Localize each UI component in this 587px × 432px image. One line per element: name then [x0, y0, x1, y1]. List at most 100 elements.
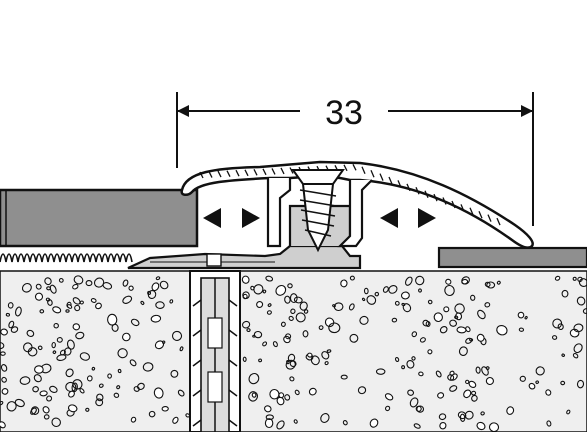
aggregate-stone [46, 395, 53, 402]
aggregate-stone [147, 289, 157, 300]
concrete-aggregate [0, 275, 587, 432]
aggregate-stone [406, 360, 415, 369]
aggregate-stone [155, 301, 165, 309]
aggregate-stone [5, 312, 11, 317]
aggregate-stone [382, 286, 389, 293]
aggregate-stone [307, 352, 313, 358]
aggregate-stone [486, 281, 496, 289]
aggregate-stone [6, 401, 17, 412]
aggregate-stone [142, 362, 154, 372]
aggregate-stone [0, 342, 5, 350]
aggregate-stone [357, 386, 367, 395]
aggregate-stone [117, 368, 122, 374]
concrete-subfloor [0, 270, 587, 432]
aggregate-stone [285, 333, 292, 340]
aggregate-stone [79, 388, 85, 394]
aggregate-stone [476, 333, 485, 342]
aggregate-stone [422, 319, 430, 327]
aggregate-stone [68, 390, 75, 398]
aggregate-stone [402, 303, 412, 313]
aggregate-stone [253, 284, 264, 295]
aggregate-stone [578, 278, 587, 288]
aggregate-stone [248, 391, 258, 402]
aggregate-stone [136, 382, 145, 391]
double-arrow-icon [380, 208, 436, 228]
aggregate-stone [545, 389, 552, 396]
aggregate-stone [265, 275, 274, 282]
aggregate-stone [44, 277, 52, 286]
aggregate-stone [342, 420, 348, 426]
aggregate-stone [177, 389, 185, 397]
aggregate-stone [269, 388, 280, 400]
aggregate-stone [321, 351, 330, 360]
aggregate-stone [551, 335, 558, 340]
aggregate-stone [10, 326, 19, 333]
aggregate-stone [148, 410, 156, 418]
aggregate-stone [554, 275, 561, 281]
aggregate-stone [75, 331, 85, 340]
aggregate-stone [65, 309, 70, 313]
aggregate-stone [27, 347, 38, 357]
aggregate-stone [573, 343, 583, 354]
aggregate-stone [30, 407, 37, 415]
aggregate-stone [72, 379, 83, 390]
aggregate-stone [85, 280, 93, 287]
aggregate-stone [30, 406, 40, 415]
aggregate-stone [37, 345, 43, 351]
aggregate-stone [561, 353, 565, 357]
aggregate-stone [433, 312, 443, 323]
aggregate-stone [366, 295, 377, 305]
aggregate-stone [361, 297, 366, 302]
aggregate-stone [488, 422, 500, 432]
aggregate-stone [14, 306, 22, 317]
aggregate-stone [172, 416, 179, 424]
aggregate-stone [308, 387, 317, 396]
aggregate-stone [288, 315, 294, 321]
aggregate-stone [318, 325, 324, 330]
aggregate-stone [67, 404, 78, 413]
aggregate-stone [242, 320, 251, 329]
aggregate-stone [283, 335, 291, 344]
aggregate-stone [332, 304, 336, 308]
aggregate-stone [19, 376, 31, 385]
aggregate-stone [419, 337, 426, 343]
aggregate-stone [524, 315, 528, 320]
aggregate-stone [73, 275, 84, 285]
aggregate-stone [535, 380, 540, 384]
aggregate-stone [404, 276, 413, 286]
aggregate-stone [411, 356, 416, 361]
aggregate-stone [51, 341, 56, 349]
aggregate-stone [303, 309, 309, 314]
aggregate-stone [519, 375, 526, 382]
aggregate-stone [21, 282, 32, 293]
aggregate-stone [561, 289, 569, 298]
aggregate-stone [572, 352, 579, 359]
aggregate-stone [43, 414, 50, 420]
screw-icon [291, 169, 345, 253]
aggregate-stone [289, 360, 297, 367]
aggregate-stone [179, 346, 184, 352]
aggregate-stone [79, 352, 91, 361]
aggregate-stone [72, 297, 81, 305]
aggregate-stone [280, 321, 286, 327]
aggregate-stone [86, 375, 93, 382]
aggregate-stone [438, 413, 447, 421]
aggregate-stone [65, 368, 74, 378]
aggregate-stone [266, 310, 272, 315]
aggregate-stone [324, 361, 329, 366]
aggregate-stone [130, 416, 137, 423]
aggregate-stone [546, 420, 552, 427]
aggregate-stone [409, 397, 419, 408]
aggregate-stone [267, 303, 272, 307]
left-floor-board [0, 188, 199, 248]
aggregate-stone [444, 284, 455, 297]
aggregate-stone [33, 374, 42, 383]
aggregate-stone [107, 313, 118, 326]
aggregate-stone [264, 418, 274, 429]
aggregate-stone [349, 275, 355, 281]
aggregate-stone [320, 413, 330, 423]
aggregate-stone [169, 299, 174, 304]
aggregate-stone [98, 383, 104, 388]
aggregate-stone [445, 278, 452, 285]
aggregate-stone [264, 405, 272, 413]
